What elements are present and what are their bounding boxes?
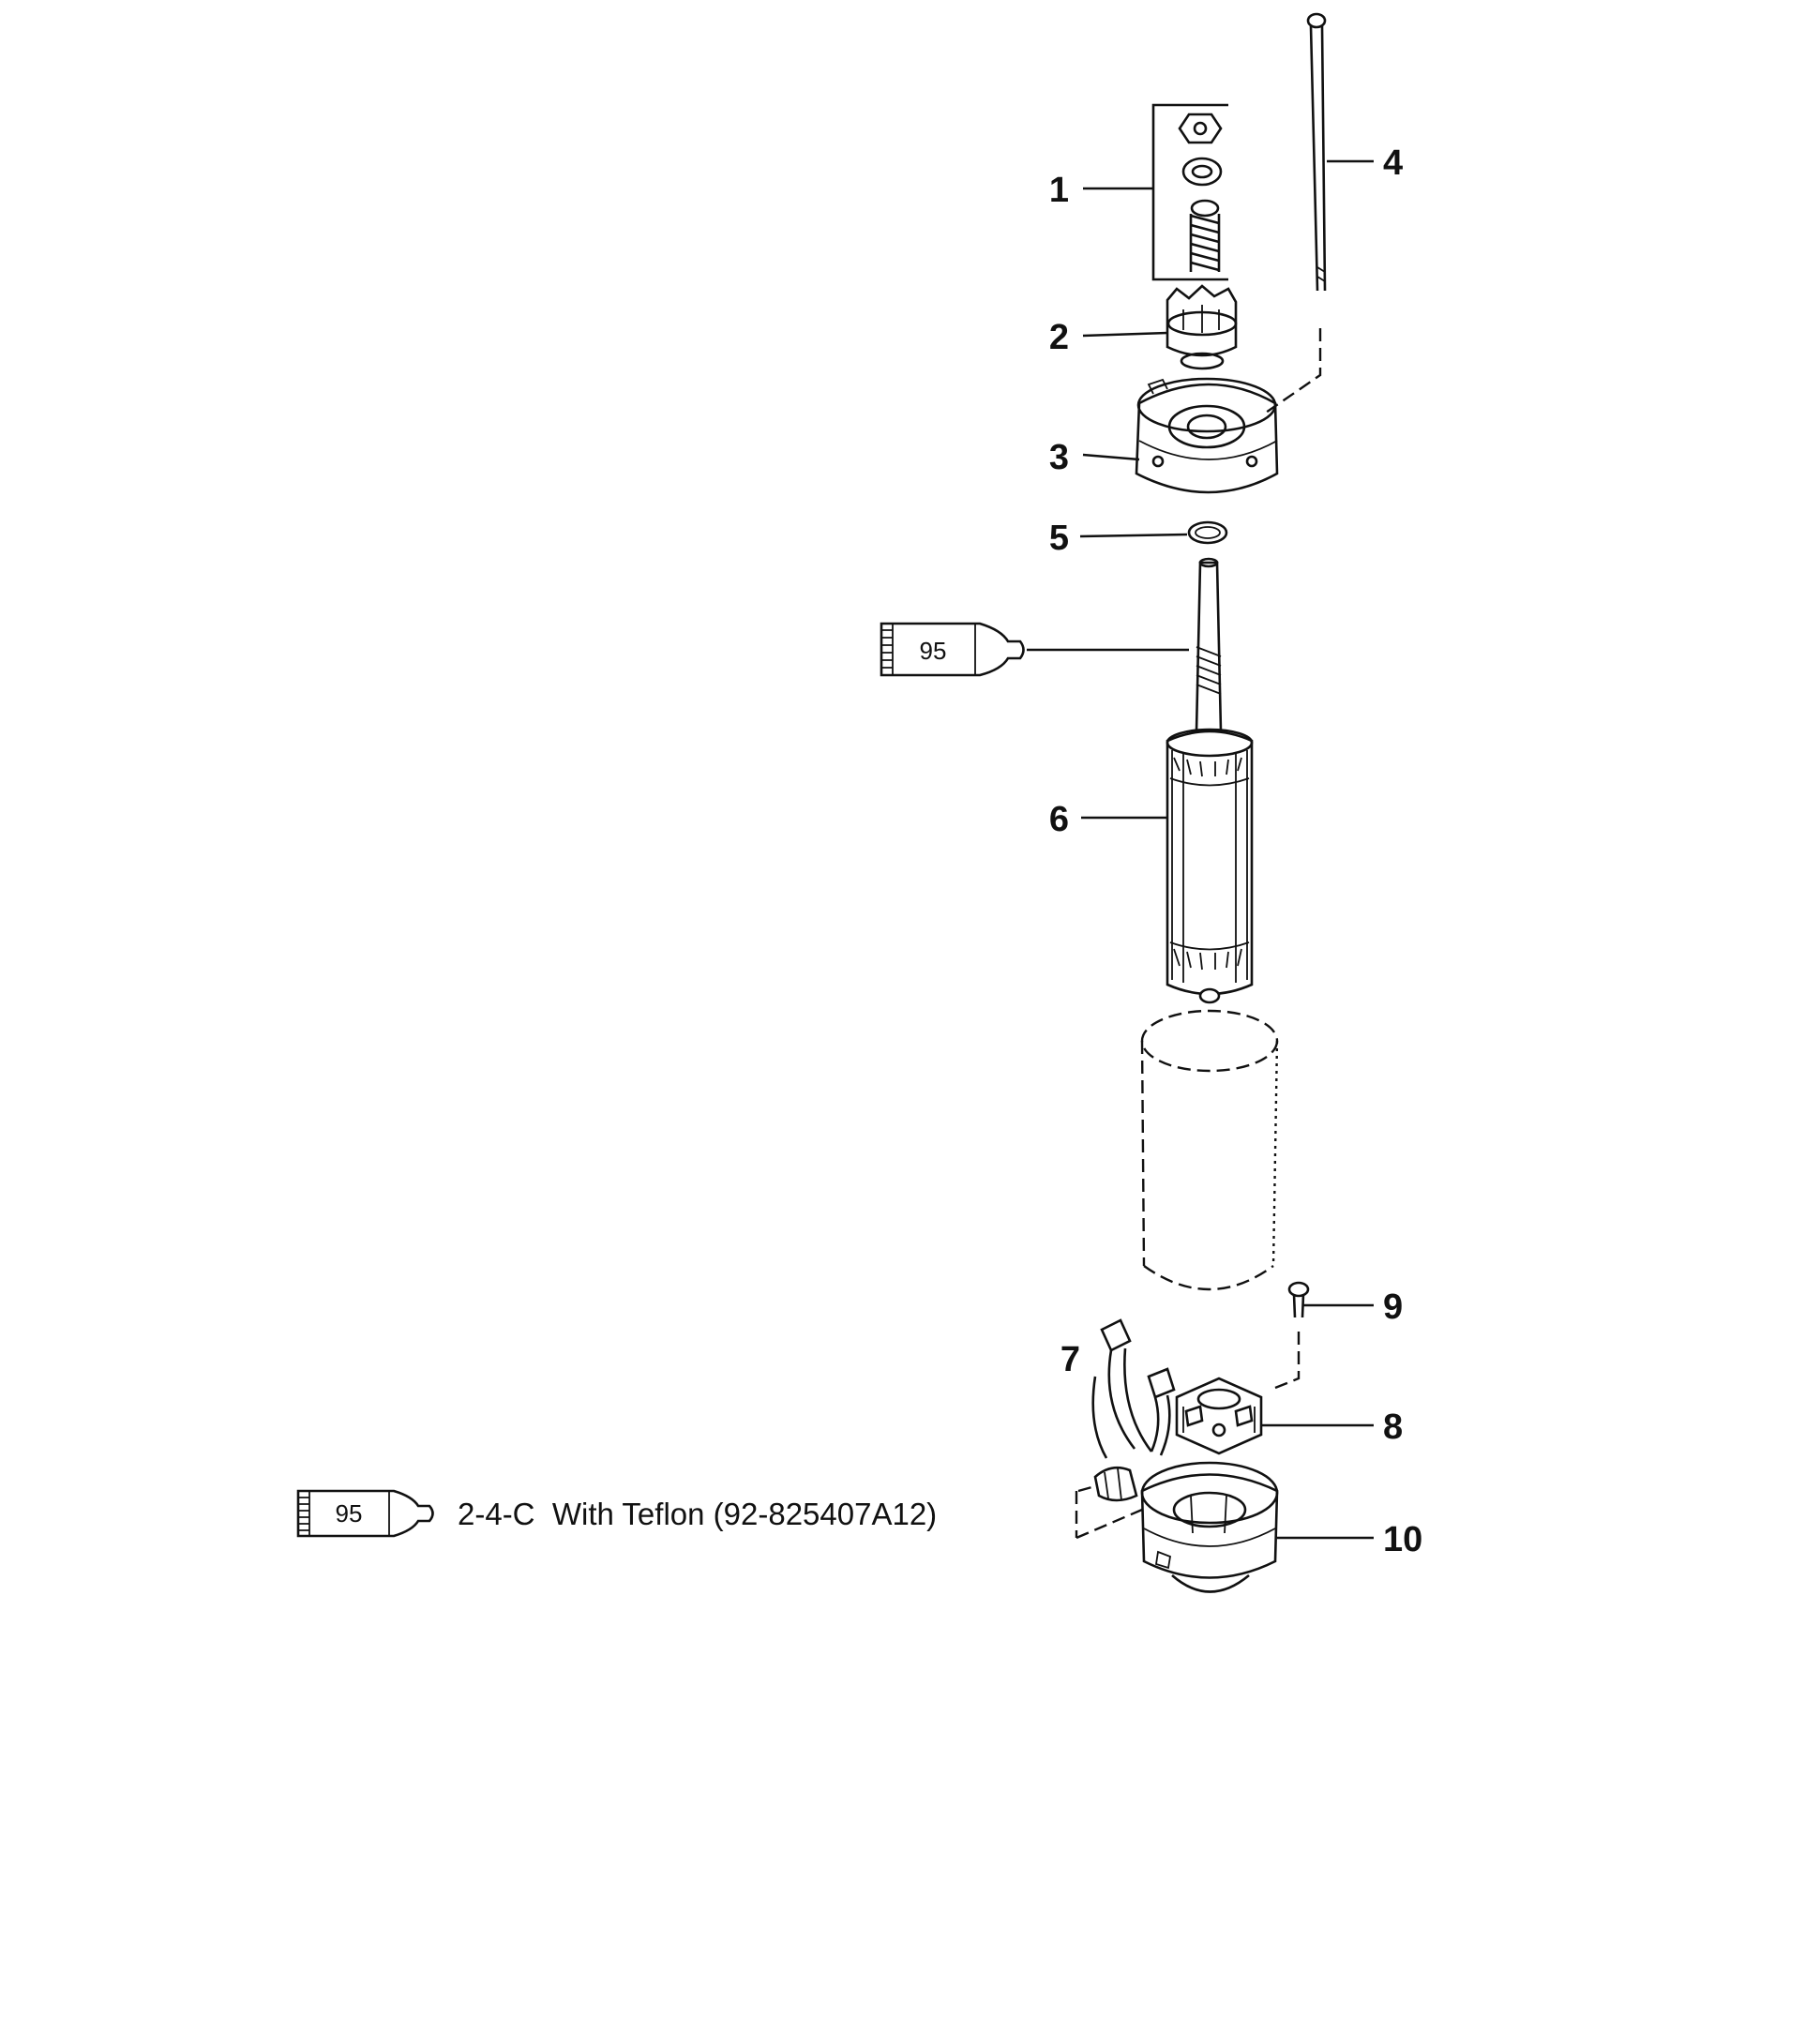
leader-lines xyxy=(1079,159,1374,1540)
callout-numbers: 1 2 3 4 5 6 7 8 9 10 xyxy=(1049,143,1422,1559)
callout-2: 2 xyxy=(1049,318,1069,357)
part-7-brush-leads xyxy=(1075,1318,1176,1538)
legend: 95 2-4-C With Teflon (92-825407A12) xyxy=(296,1489,937,1538)
lubricant-tube-95: 95 xyxy=(880,622,1189,677)
callout-10: 10 xyxy=(1383,1520,1422,1559)
callout-6: 6 xyxy=(1049,800,1069,839)
callout-7: 7 xyxy=(1060,1340,1080,1379)
part-8-brush-holder xyxy=(1175,1377,1263,1455)
part-4-through-bolt xyxy=(1265,12,1327,414)
legend-tube-icon: 95 xyxy=(296,1489,434,1538)
field-frame-phantom xyxy=(1140,1009,1279,1291)
callout-9: 9 xyxy=(1383,1287,1403,1327)
legend-tube-label: 95 xyxy=(336,1499,363,1528)
part-6-armature xyxy=(1166,557,1254,1004)
lubricant-tube-label: 95 xyxy=(920,637,947,665)
callout-3: 3 xyxy=(1049,438,1069,477)
part-10-end-cap xyxy=(1075,1461,1279,1593)
callout-5: 5 xyxy=(1049,519,1069,558)
callout-1: 1 xyxy=(1049,171,1069,210)
callout-8: 8 xyxy=(1383,1407,1403,1447)
part-3-end-cap xyxy=(1135,377,1279,494)
legend-text: 2-4-C With Teflon (92-825407A12) xyxy=(458,1497,937,1531)
part-2-drive-pinion xyxy=(1166,284,1238,370)
part-9-screw xyxy=(1274,1281,1310,1390)
part-1-drive-kit xyxy=(1151,103,1228,281)
callout-4: 4 xyxy=(1383,143,1403,183)
part-5-o-ring xyxy=(1187,520,1228,545)
